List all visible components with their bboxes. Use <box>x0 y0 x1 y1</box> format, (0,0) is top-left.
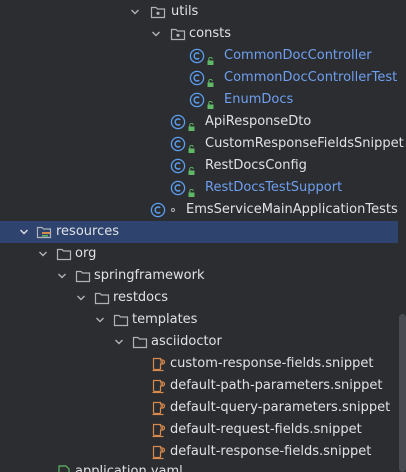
tree-item-emsservicemainapplicationtests[interactable]: EmsServiceMainApplicationTests <box>0 199 398 221</box>
chevron-down-icon[interactable] <box>57 271 67 281</box>
tree-item-label: default-response-fields.snippet <box>170 444 372 459</box>
chevron-down-icon[interactable] <box>38 249 48 259</box>
public-lock-icon <box>207 98 214 109</box>
tree-item-label: restdocs <box>113 290 169 305</box>
chevron-down-icon[interactable] <box>151 29 161 39</box>
class-icon <box>189 48 205 64</box>
tree-item-consts[interactable]: consts <box>0 23 398 45</box>
tree-item-asciidoctor[interactable]: asciidoctor <box>0 331 398 353</box>
tree-item-label: default-path-parameters.snippet <box>170 378 383 393</box>
vertical-scrollbar[interactable] <box>399 314 406 472</box>
folder-icon <box>94 290 110 306</box>
public-lock-icon <box>188 142 195 153</box>
tree-item-restdocstestsupport[interactable]: RestDocsTestSupport <box>0 177 398 199</box>
tree-item-label: CustomResponseFieldsSnippet <box>205 136 404 151</box>
tree-item-springframework[interactable]: springframework <box>0 265 398 287</box>
tree-item-customresponsefieldssnippet[interactable]: CustomResponseFieldsSnippet <box>0 133 404 155</box>
snippet-file-icon <box>151 444 167 460</box>
folder-icon <box>132 334 148 350</box>
snippet-file-icon <box>151 400 167 416</box>
tree-item-label: utils <box>171 4 199 19</box>
snippet-file-icon <box>151 356 167 372</box>
class-icon <box>189 92 205 108</box>
chevron-down-icon[interactable] <box>76 293 86 303</box>
tree-item-application-yaml[interactable]: application.yaml <box>0 461 398 472</box>
tree-item-label: springframework <box>94 268 205 283</box>
package-private-icon <box>171 208 175 212</box>
chevron-down-icon[interactable] <box>19 227 29 237</box>
class-icon <box>170 114 186 130</box>
folder-icon <box>75 268 91 284</box>
public-lock-icon <box>188 186 195 197</box>
tree-item-resources[interactable]: resources <box>0 221 398 243</box>
public-lock-icon <box>207 76 214 87</box>
tree-item-label: CommonDocController <box>224 48 372 63</box>
tree-item-default-path-parameters-snippet[interactable]: default-path-parameters.snippet <box>0 375 398 397</box>
tree-item-commondoccontroller[interactable]: CommonDocController <box>0 45 398 67</box>
public-lock-icon <box>188 164 195 175</box>
class-icon <box>170 136 186 152</box>
tree-item-utils[interactable]: utils <box>0 1 398 23</box>
tree-item-label: org <box>75 246 97 261</box>
tree-item-label: consts <box>189 26 231 41</box>
tree-item-label: RestDocsConfig <box>205 158 307 173</box>
tree-item-enumdocs[interactable]: EnumDocs <box>0 89 398 111</box>
tree-item-org[interactable]: org <box>0 243 398 265</box>
tree-item-default-request-fields-snippet[interactable]: default-request-fields.snippet <box>0 419 398 441</box>
class-icon <box>170 180 186 196</box>
tree-item-templates[interactable]: templates <box>0 309 398 331</box>
tree-item-restdocs[interactable]: restdocs <box>0 287 398 309</box>
tree-item-label: RestDocsTestSupport <box>205 180 343 195</box>
tree-item-apiresponsedto[interactable]: ApiResponseDto <box>0 111 398 133</box>
package-folder-icon <box>150 4 166 20</box>
chevron-down-icon[interactable] <box>130 7 140 17</box>
class-icon <box>189 70 205 86</box>
yaml-file-icon <box>56 464 72 472</box>
tree-item-default-response-fields-snippet[interactable]: default-response-fields.snippet <box>0 441 398 463</box>
tree-item-label: default-query-parameters.snippet <box>170 400 391 415</box>
tree-item-custom-response-fields-snippet[interactable]: custom-response-fields.snippet <box>0 353 398 375</box>
chevron-down-icon[interactable] <box>114 337 124 347</box>
folder-icon <box>113 312 129 328</box>
public-lock-icon <box>207 54 214 65</box>
chevron-down-icon[interactable] <box>95 315 105 325</box>
tree-item-label: default-request-fields.snippet <box>170 422 362 437</box>
tree-item-label: application.yaml <box>75 464 183 472</box>
tree-item-label: ApiResponseDto <box>205 114 312 129</box>
class-icon <box>170 158 186 174</box>
class-icon <box>150 202 166 218</box>
tree-item-label: templates <box>132 312 198 327</box>
snippet-file-icon <box>151 422 167 438</box>
tree-item-label: resources <box>56 224 120 239</box>
tree-item-label: custom-response-fields.snippet <box>170 356 374 371</box>
tree-item-label: EnumDocs <box>224 92 294 107</box>
snippet-file-icon <box>151 378 167 394</box>
public-lock-icon <box>188 120 195 131</box>
package-folder-icon <box>170 26 186 42</box>
tree-item-restdocsconfig[interactable]: RestDocsConfig <box>0 155 398 177</box>
tree-item-label: CommonDocControllerTest <box>224 70 398 85</box>
resources-folder-icon <box>36 224 52 240</box>
tree-item-label: EmsServiceMainApplicationTests <box>186 202 398 217</box>
folder-icon <box>56 246 72 262</box>
tree-item-label: asciidoctor <box>151 334 222 349</box>
tree-item-default-query-parameters-snippet[interactable]: default-query-parameters.snippet <box>0 397 398 419</box>
tree-item-commondoccontrollertest[interactable]: CommonDocControllerTest <box>0 67 398 89</box>
